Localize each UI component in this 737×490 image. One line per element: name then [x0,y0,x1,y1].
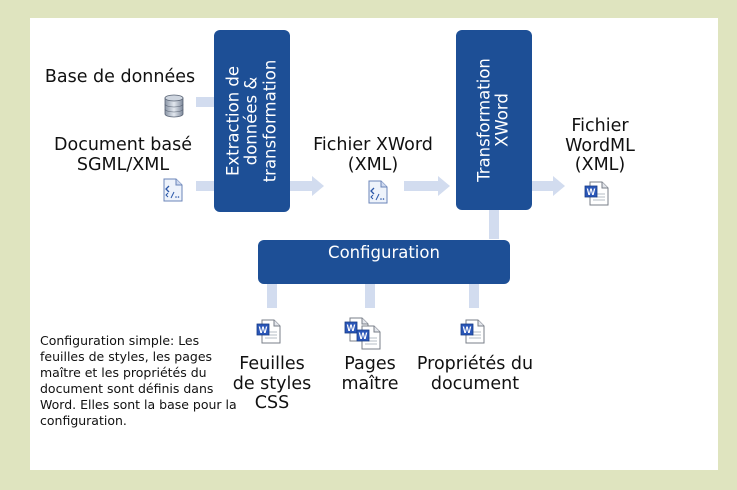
arrow-extraction-to-xword [290,176,324,196]
configuration-box: Configuration [258,240,510,284]
css-sheets-line-1: Feuilles [239,354,305,374]
document-source-line-2: SGML/XML [76,154,170,175]
configuration-note: Configuration simple: Les feuilles de st… [40,333,237,428]
word-document-icon: W [256,318,282,344]
transformation-box: Transformation XWord [456,30,532,210]
database-icon [163,94,185,118]
css-sheets-line-2: de styles [232,373,312,394]
svg-text:W: W [463,325,472,335]
document-source-line-1: Document basé [54,135,192,155]
xword-file-line-2: (XML) [347,154,399,175]
wordml-file-line-2: WordML [565,135,635,156]
arrow-xword-to-transformation [404,176,450,196]
extraction-label-line-3: transformation [260,59,280,183]
xword-file-line-1: Fichier XWord [313,135,433,155]
svg-text:W: W [587,187,596,197]
word-document-icon: W [460,318,486,344]
master-pages-line-2: maître [341,373,399,394]
wordml-file-label: Fichier WordML (XML) [560,116,640,176]
extraction-box-label: Extraction de données & transformation [223,59,280,183]
database-label: Base de données [44,67,196,87]
extraction-label-line-1: Extraction de [223,65,243,177]
css-sheets-label: Feuilles de styles CSS [222,354,322,414]
svg-text:W: W [259,325,268,335]
doc-properties-label: Propriétés du document [410,354,540,394]
wordml-file-line-1: Fichier [571,116,629,136]
svg-text:W: W [359,331,368,341]
word-document-icon: W [584,180,610,206]
document-source-label: Document basé SGML/XML [48,135,198,175]
svg-text:W: W [347,323,356,333]
transformation-label-line-2: XWord [493,93,512,147]
xword-file-label: Fichier XWord (XML) [308,135,438,175]
doc-properties-line-2: document [430,373,520,394]
configuration-label: Configuration [328,243,440,262]
xml-file-icon [368,180,388,204]
doc-properties-line-1: Propriétés du [416,354,534,374]
word-documents-icon: W W [344,316,384,350]
transformation-box-label: Transformation XWord [474,58,513,182]
extraction-box: Extraction de données & transformation [214,30,290,212]
xml-file-icon [163,178,183,202]
master-pages-label: Pages maître [320,354,420,394]
wordml-file-line-3: (XML) [574,155,626,176]
extraction-label-line-2: données & [241,76,261,166]
css-sheets-line-3: CSS [254,393,290,414]
master-pages-line-1: Pages [344,354,396,374]
transformation-label-line-1: Transformation [474,58,494,182]
arrow-transformation-to-wordml [531,176,565,196]
